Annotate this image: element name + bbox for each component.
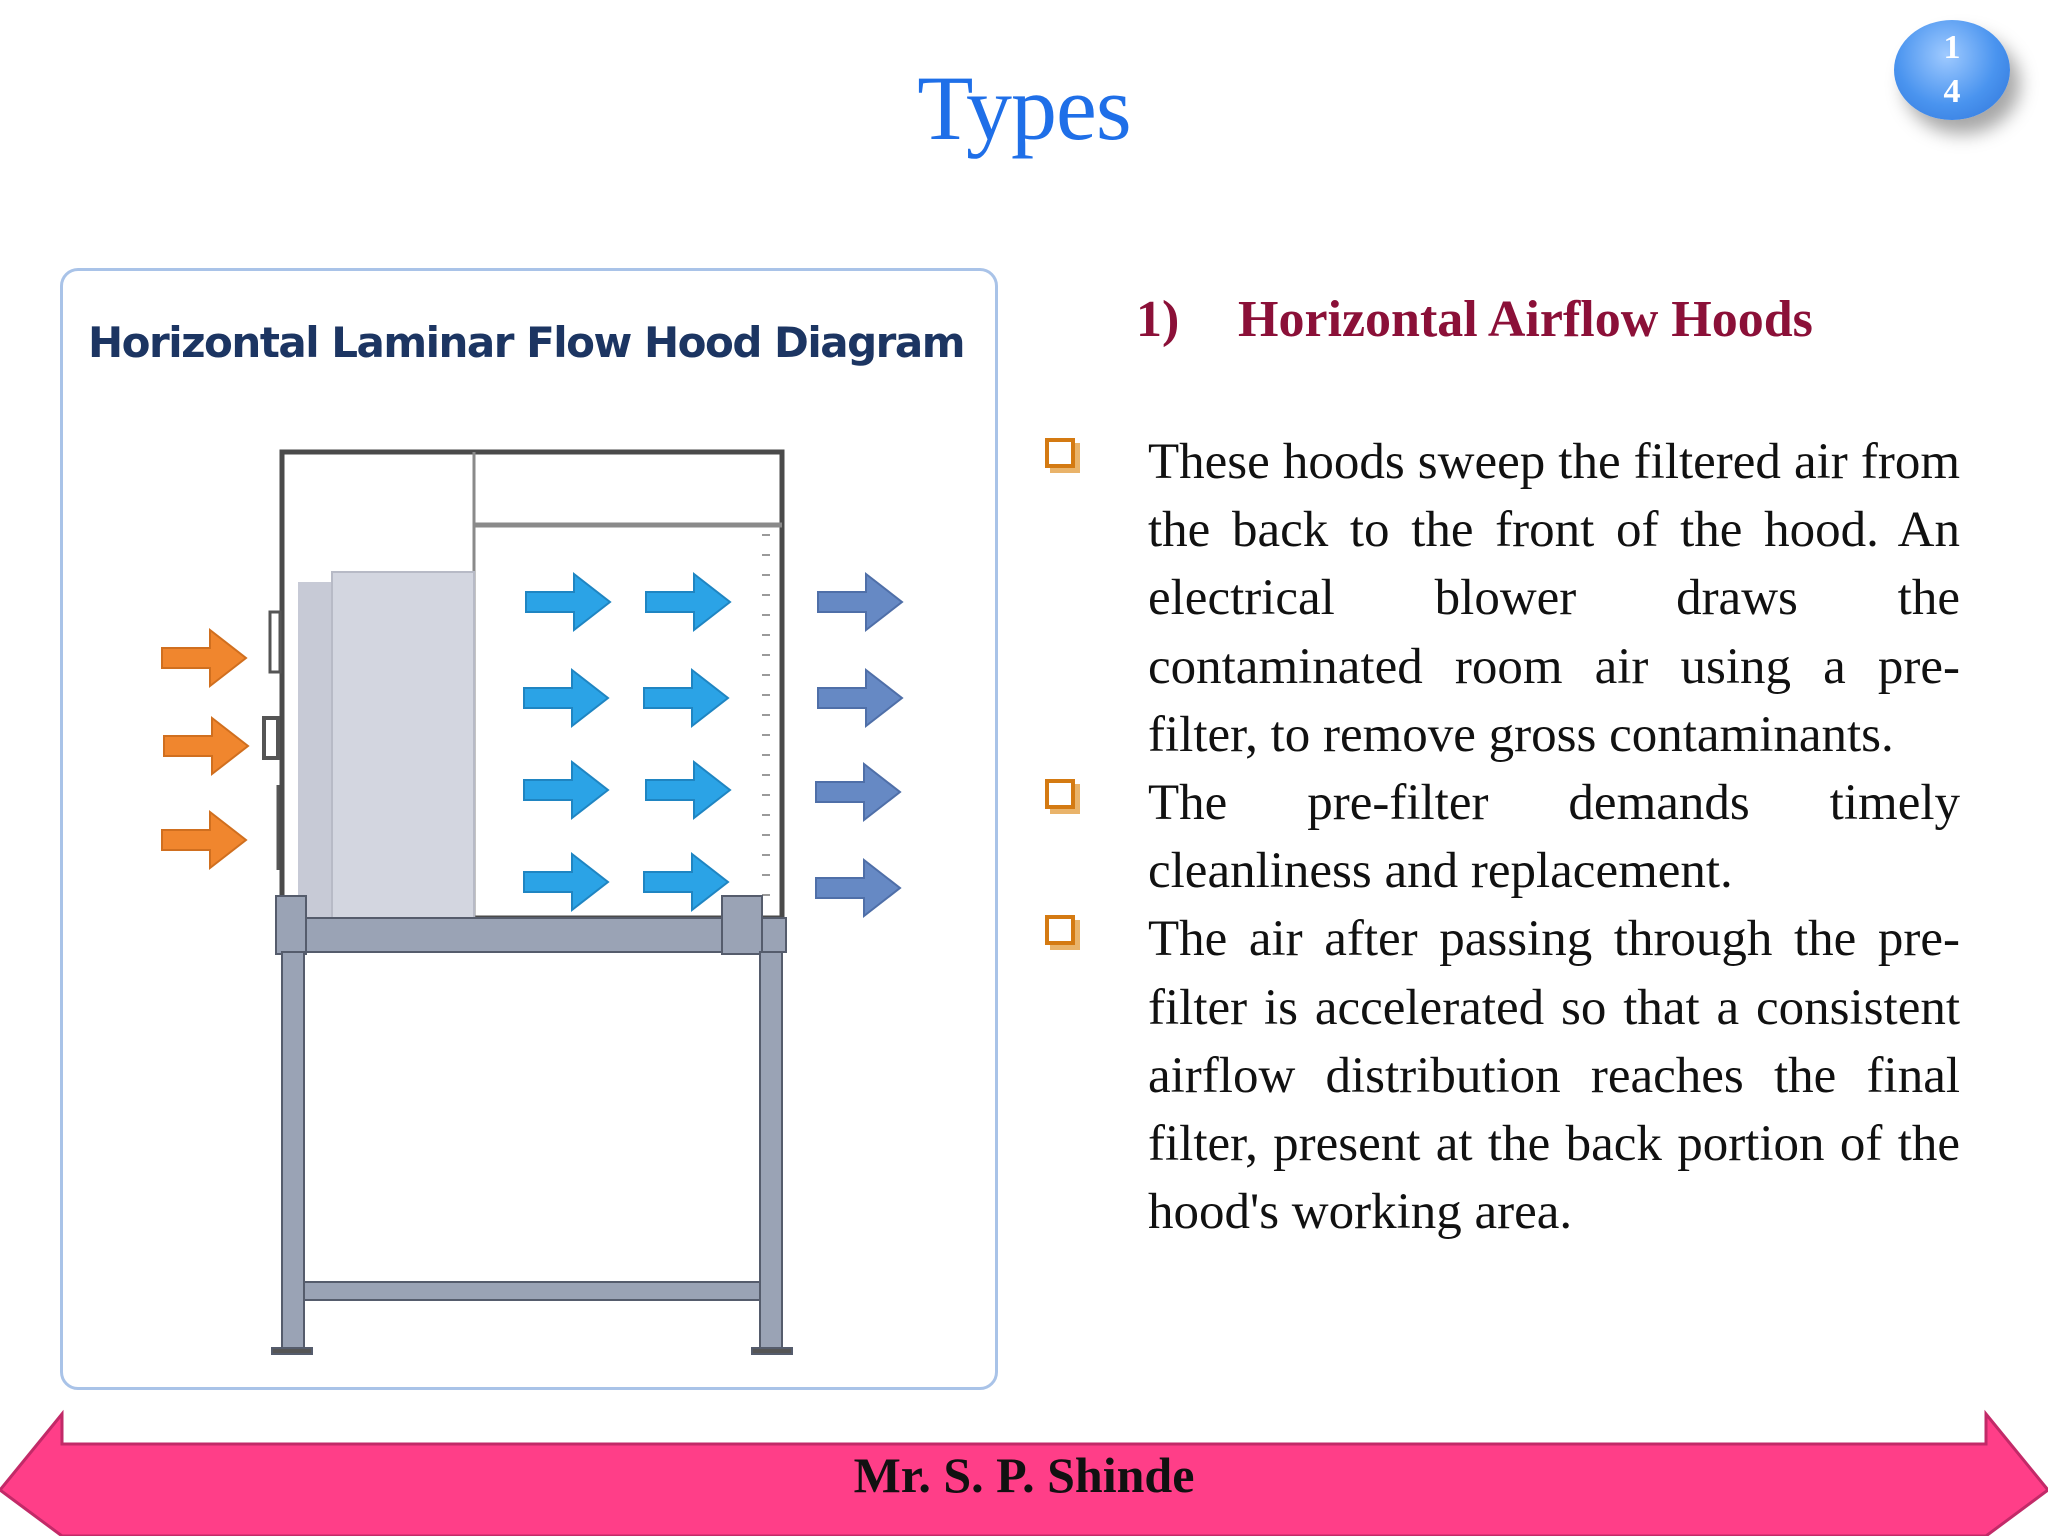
intake-arrows <box>161 629 249 869</box>
bullet-text: The air after passing through the pre-fi… <box>1148 911 1960 1241</box>
exhaust-arrows <box>815 573 903 917</box>
hood-cabinet <box>262 449 785 921</box>
page-number-digit-1: 1 <box>1943 29 1961 66</box>
checkbox-bullet-icon <box>1045 438 1075 468</box>
diagram-title: Horizontal Laminar Flow Hood Diagram <box>88 318 966 367</box>
slide-title: Types <box>917 57 1131 159</box>
bullet-item: These hoods sweep the filtered air from … <box>1045 428 1960 769</box>
heading-text: Horizontal Airflow Hoods <box>1238 291 1813 348</box>
footer-author: Mr. S. P. Shinde <box>853 1447 1195 1503</box>
exhaust-arrow-icon <box>817 573 903 631</box>
footer-double-arrow <box>0 1409 2048 1536</box>
laminar-flow-hood-illustration <box>161 449 903 1355</box>
intake-arrow-icon <box>161 811 247 869</box>
exhaust-arrow-icon <box>815 763 901 821</box>
section-heading: 1) Horizontal Airflow Hoods <box>1136 290 1813 349</box>
bullet-list: These hoods sweep the filtered air from … <box>1045 428 1960 1246</box>
exhaust-arrow-icon <box>815 859 901 917</box>
page-number-digit-2: 4 <box>1943 73 1961 110</box>
intake-arrow-icon <box>161 629 247 687</box>
hood-stand <box>271 895 793 1355</box>
bullet-text: The pre-filter demands timely cleanlines… <box>1148 775 1960 900</box>
bullet-item: The pre-filter demands timely cleanlines… <box>1045 769 1960 905</box>
bullet-item: The air after passing through the pre-fi… <box>1045 905 1960 1246</box>
checkbox-bullet-icon <box>1045 779 1075 810</box>
exhaust-arrow-icon <box>817 669 903 727</box>
page-number-badge: 1 4 <box>1894 20 2010 120</box>
heading-number: 1) <box>1136 291 1180 348</box>
bullet-text: These hoods sweep the filtered air from … <box>1148 434 1960 763</box>
intake-arrow-icon <box>163 717 249 775</box>
checkbox-bullet-icon <box>1045 915 1075 946</box>
